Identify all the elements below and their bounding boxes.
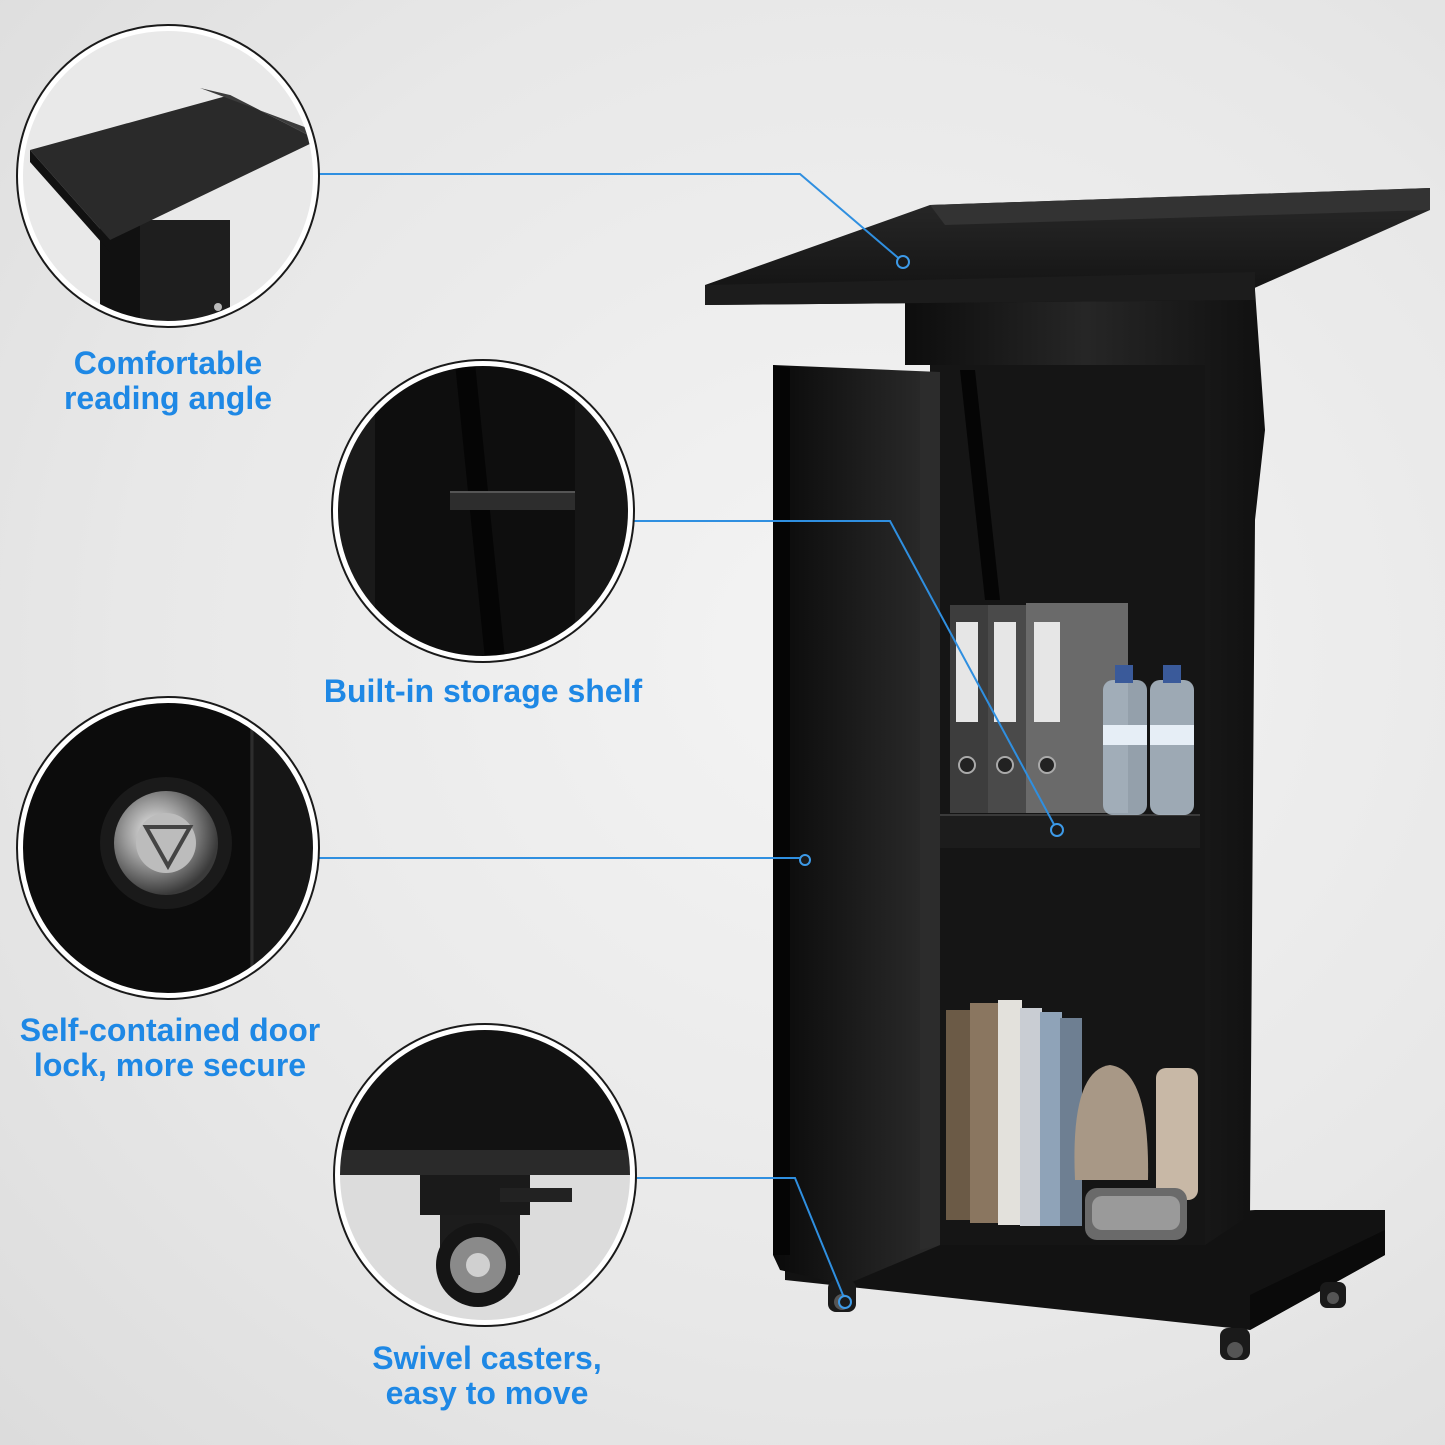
door-lock-label-line-1: Self-contained door [19, 1012, 321, 1048]
accessories-image [1074, 1065, 1198, 1240]
storage-shelf-detail [331, 359, 635, 663]
storage-shelf-label-line-1: Built-in storage shelf [323, 673, 643, 709]
swivel-caster-detail [333, 1023, 637, 1327]
water-bottles-image [1103, 665, 1194, 815]
door-lock-detail [16, 696, 320, 1000]
reading-angle-label-line-2: reading angle [63, 380, 273, 416]
storage-shelf-label: Built-in storage shelf [283, 674, 683, 709]
caster-wheels-image [828, 1280, 1346, 1360]
reading-angle-label: Comfortable reading angle [18, 346, 318, 416]
reading-angle-detail [16, 24, 320, 328]
books-image [946, 1000, 1082, 1226]
door-lock-label-line-2: lock, more secure [33, 1047, 307, 1083]
binders-image [950, 603, 1128, 813]
door-lock-label: Self-contained door lock, more secure [0, 1013, 340, 1083]
callout-dots [838, 255, 1064, 1309]
reading-angle-label-line-1: Comfortable [73, 345, 263, 381]
swivel-casters-label: Swivel casters, easy to move [307, 1341, 667, 1411]
podium [705, 188, 1430, 1360]
swivel-casters-label-line-2: easy to move [385, 1375, 589, 1411]
callout-lines [316, 173, 1058, 1301]
swivel-casters-label-line-1: Swivel casters, [372, 1340, 602, 1376]
